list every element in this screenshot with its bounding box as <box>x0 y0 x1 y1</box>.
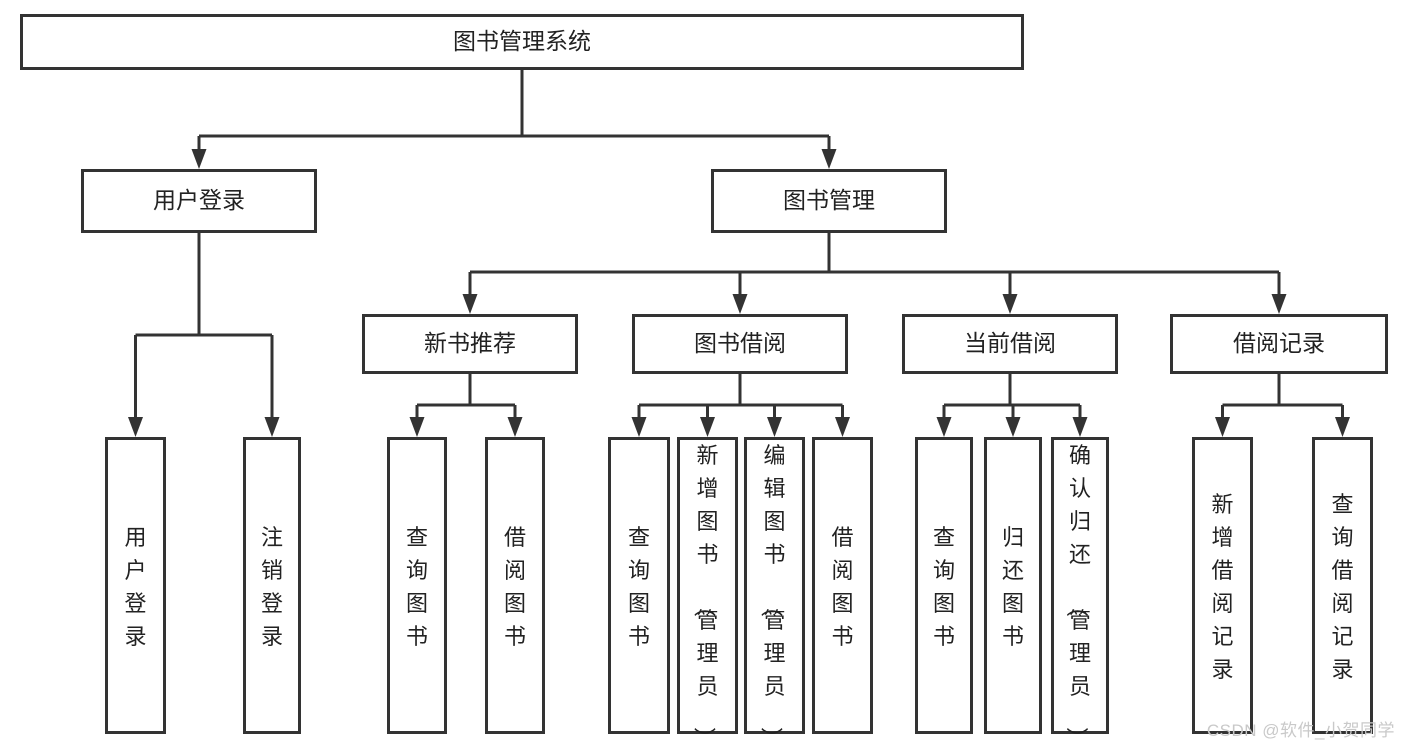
node-box <box>915 437 973 734</box>
arrow-head-icon <box>1072 417 1088 437</box>
arrow-head-icon <box>936 417 952 437</box>
node-l3_0[interactable]: 新书推荐 <box>362 314 578 374</box>
node-l3_3[interactable]: 借阅记录 <box>1170 314 1388 374</box>
arrow-head-icon <box>409 417 425 437</box>
arrow-head-icon <box>191 149 207 169</box>
node-l3_2[interactable]: 当前借阅 <box>902 314 1118 374</box>
node-leaf_0[interactable]: 用户登录 <box>105 437 166 734</box>
node-box <box>608 437 670 734</box>
node-box <box>105 437 166 734</box>
node-label: 当前借阅 <box>964 330 1056 356</box>
node-l3_1[interactable]: 图书借阅 <box>632 314 848 374</box>
node-label: 编辑图书（管理员） <box>758 443 785 747</box>
node-leaf_11[interactable]: 新增借阅记录 <box>1192 437 1253 734</box>
node-label: 新增借阅记录 <box>1211 492 1233 682</box>
node-leaf_4[interactable]: 查询图书 <box>608 437 670 734</box>
arrow-head-icon <box>835 417 850 437</box>
arrow-head-icon <box>1005 417 1021 437</box>
node-box <box>902 314 1118 374</box>
node-box <box>81 169 317 233</box>
arrow-head-icon <box>462 294 478 314</box>
node-leaf_7[interactable]: 借阅图书 <box>812 437 873 734</box>
node-label: 新增图书（管理员） <box>691 443 718 747</box>
node-leaf_12[interactable]: 查询借阅记录 <box>1312 437 1373 734</box>
node-box <box>1051 437 1109 734</box>
arrow-head-icon <box>264 417 280 437</box>
node-label: 借阅记录 <box>1233 330 1325 356</box>
node-label: 借阅图书 <box>504 525 526 649</box>
node-box <box>632 314 848 374</box>
node-layer: 图书管理系统用户登录图书管理新书推荐图书借阅当前借阅借阅记录用户登录注销登录查询… <box>20 14 1388 747</box>
node-leaf_3[interactable]: 借阅图书 <box>485 437 545 734</box>
node-l2_1[interactable]: 图书管理 <box>711 169 947 233</box>
arrow-head-icon <box>507 417 523 437</box>
node-leaf_8[interactable]: 查询图书 <box>915 437 973 734</box>
node-label: 图书管理 <box>783 187 875 213</box>
node-box <box>984 437 1042 734</box>
node-label: 新书推荐 <box>424 330 516 356</box>
node-root[interactable]: 图书管理系统 <box>20 14 1024 70</box>
arrow-head-icon <box>128 417 143 437</box>
node-label: 查询图书 <box>933 525 955 649</box>
arrow-head-icon <box>1271 294 1287 314</box>
arrow-head-icon <box>631 417 647 437</box>
node-label: 确认归还（管理员） <box>1064 443 1091 747</box>
node-label: 查询图书 <box>628 525 650 649</box>
node-box <box>677 437 738 734</box>
node-label: 借阅图书 <box>831 525 853 649</box>
node-label: 查询图书 <box>406 525 428 649</box>
arrow-head-icon <box>1335 417 1350 437</box>
node-leaf_10[interactable]: 确认归还（管理员） <box>1051 437 1109 747</box>
node-label: 用户登录 <box>124 525 146 649</box>
node-box <box>711 169 947 233</box>
node-box <box>812 437 873 734</box>
arrow-head-icon <box>821 149 837 169</box>
node-label: 注销登录 <box>261 525 283 649</box>
node-label: 图书借阅 <box>694 330 786 356</box>
node-label: 归还图书 <box>1002 525 1024 649</box>
node-leaf_9[interactable]: 归还图书 <box>984 437 1042 734</box>
node-leaf_6[interactable]: 编辑图书（管理员） <box>744 437 805 747</box>
node-label: 查询借阅记录 <box>1331 492 1353 682</box>
node-box <box>20 14 1024 70</box>
node-box <box>744 437 805 734</box>
node-box <box>1312 437 1373 734</box>
node-box <box>387 437 447 734</box>
node-label: 用户登录 <box>153 187 245 213</box>
node-leaf_2[interactable]: 查询图书 <box>387 437 447 734</box>
node-leaf_1[interactable]: 注销登录 <box>243 437 301 734</box>
node-box <box>1192 437 1253 734</box>
node-label: 图书管理系统 <box>453 28 591 54</box>
edge-layer <box>128 70 1350 437</box>
node-box <box>485 437 545 734</box>
arrow-head-icon <box>767 417 782 437</box>
arrow-head-icon <box>1002 294 1018 314</box>
arrow-head-icon <box>700 417 715 437</box>
arrow-head-icon <box>732 294 748 314</box>
node-l2_0[interactable]: 用户登录 <box>81 169 317 233</box>
node-leaf_5[interactable]: 新增图书（管理员） <box>677 437 738 747</box>
node-box <box>362 314 578 374</box>
node-box <box>1170 314 1388 374</box>
arrow-head-icon <box>1215 417 1230 437</box>
node-box <box>243 437 301 734</box>
